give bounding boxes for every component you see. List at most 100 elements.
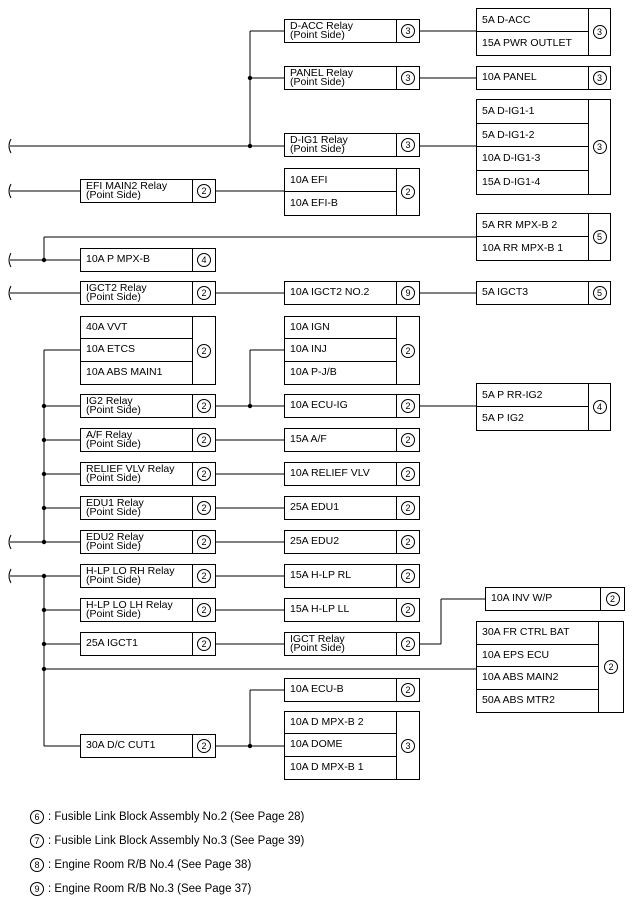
junction-dot (247, 143, 253, 149)
junction-dot (41, 471, 47, 477)
connector-cell (192, 633, 193, 655)
connector-cell (192, 395, 193, 417)
fuse-label: 5A RR MPX-B 2 (477, 214, 588, 237)
relay-box: H-LP LO LH Relay(Point Side)2 (80, 598, 216, 622)
connector-cell (192, 317, 193, 384)
connector-number: 2 (401, 501, 415, 515)
junction-dot (41, 437, 47, 443)
connector-cell (588, 9, 589, 55)
connector-number: 2 (401, 343, 415, 358)
fuse-label: 10A RELIEF VLV (290, 467, 370, 479)
fuse-label: 25A EDU2 (290, 535, 340, 547)
connector-number: 2 (401, 433, 415, 447)
relay-box: D-ACC Relay(Point Side) 3 (284, 19, 420, 43)
connector-cell (598, 622, 599, 712)
legend-item: 8: Engine Room R/B No.4 (See Page 38) (30, 858, 251, 872)
fuse-label: 10A EFI (285, 169, 396, 192)
fuse-label: 10A RR MPX-B 1 (482, 242, 564, 254)
connector-cell (588, 67, 589, 89)
connector-number: 2 (197, 399, 211, 413)
relay-label: EFI MAIN2 Relay(Point Side) (86, 180, 168, 201)
connector-number: 3 (401, 138, 415, 152)
fuse-label: 10A P-J/B (290, 365, 337, 378)
break-mark (8, 183, 12, 199)
break-mark (8, 568, 12, 584)
fuse-label: 10A INV W/P (491, 592, 553, 604)
connector-number: 2 (197, 286, 211, 300)
fuse-label: 30A FR CTRL BAT (477, 622, 598, 645)
connector-cell (396, 531, 397, 553)
connector-cell (192, 735, 193, 757)
connector-cell (396, 565, 397, 587)
connector-number: 2 (197, 501, 211, 515)
connector-cell (192, 497, 193, 519)
connector-cell (396, 67, 397, 89)
connector-number: 4 (592, 400, 607, 414)
connector-cell (396, 395, 397, 417)
legend-number: 8 (30, 858, 44, 872)
fuse-label: 5A D-IG1-2 (477, 124, 588, 147)
connector-cell (588, 100, 589, 194)
junction-dot (247, 75, 253, 81)
fuse-label: 15A D-IG1-4 (482, 175, 541, 188)
junction-dot (41, 666, 47, 672)
junction-dot (41, 257, 47, 263)
connector-number: 3 (592, 140, 607, 154)
junction-dot (41, 505, 47, 511)
connector-number: 3 (401, 738, 415, 753)
relay-box: A/F Relay(Point Side)2 (80, 428, 216, 452)
relay-label: A/F Relay(Point Side) (86, 429, 141, 450)
fuse-label: 15A A/F (290, 433, 327, 445)
connector-number: 3 (401, 24, 415, 38)
connector-number: 2 (605, 592, 620, 606)
fuse-box: 15A A/F 2 (284, 428, 420, 452)
connector-cell (588, 214, 589, 260)
relay-box: D-IG1 Relay(Point Side)3 (284, 133, 420, 157)
relay-label: IGCT Relay(Point Side) (290, 633, 345, 654)
connector-number: 2 (401, 185, 415, 199)
connector-number: 4 (197, 253, 211, 267)
connector-cell (192, 429, 193, 451)
connector-number: 2 (401, 637, 415, 651)
fuse-label: 5A P IG2 (482, 412, 524, 424)
relay-label: IG2 Relay(Point Side) (86, 395, 141, 416)
relay-box: IGCT Relay(Point Side) 2 (284, 632, 420, 656)
connector-number: 3 (592, 25, 607, 39)
relay-label: RELIEF VLV Relay(Point Side) (86, 463, 175, 484)
fuse-box: 10A RELIEF VLV 2 (284, 462, 420, 486)
connector-cell (396, 20, 397, 42)
connector-number: 2 (401, 399, 415, 413)
fuse-label: 25A EDU1 (290, 501, 340, 513)
break-mark (8, 252, 12, 268)
legend-item: 7: Fusible Link Block Assembly No.3 (See… (30, 834, 304, 848)
legend-number: 7 (30, 834, 44, 848)
fuse-label: 10A DOME (285, 734, 396, 757)
connector-number: 2 (401, 467, 415, 481)
connector-cell (396, 712, 397, 779)
fuse-label: 10A ABS MAIN2 (477, 667, 598, 690)
relay-box: PANEL Relay(Point Side)3 (284, 66, 420, 90)
junction-dot (41, 641, 47, 647)
fuse-label: 10A ABS MAIN1 (86, 365, 163, 378)
fuse-label: 10A EPS ECU (477, 645, 598, 667)
relay-label: H-LP LO RH Relay(Point Side) (86, 565, 175, 586)
connector-number: 2 (197, 467, 211, 481)
connector-cell (396, 599, 397, 621)
connector-number: 3 (401, 71, 415, 85)
connector-cell (192, 282, 193, 304)
fuse-label: 30A D/C CUT1 (86, 739, 156, 751)
fuse-label: 15A H-LP RL (290, 569, 352, 581)
connector-number: 2 (197, 603, 211, 617)
relay-label: D-ACC Relay(Point Side) (290, 20, 354, 41)
